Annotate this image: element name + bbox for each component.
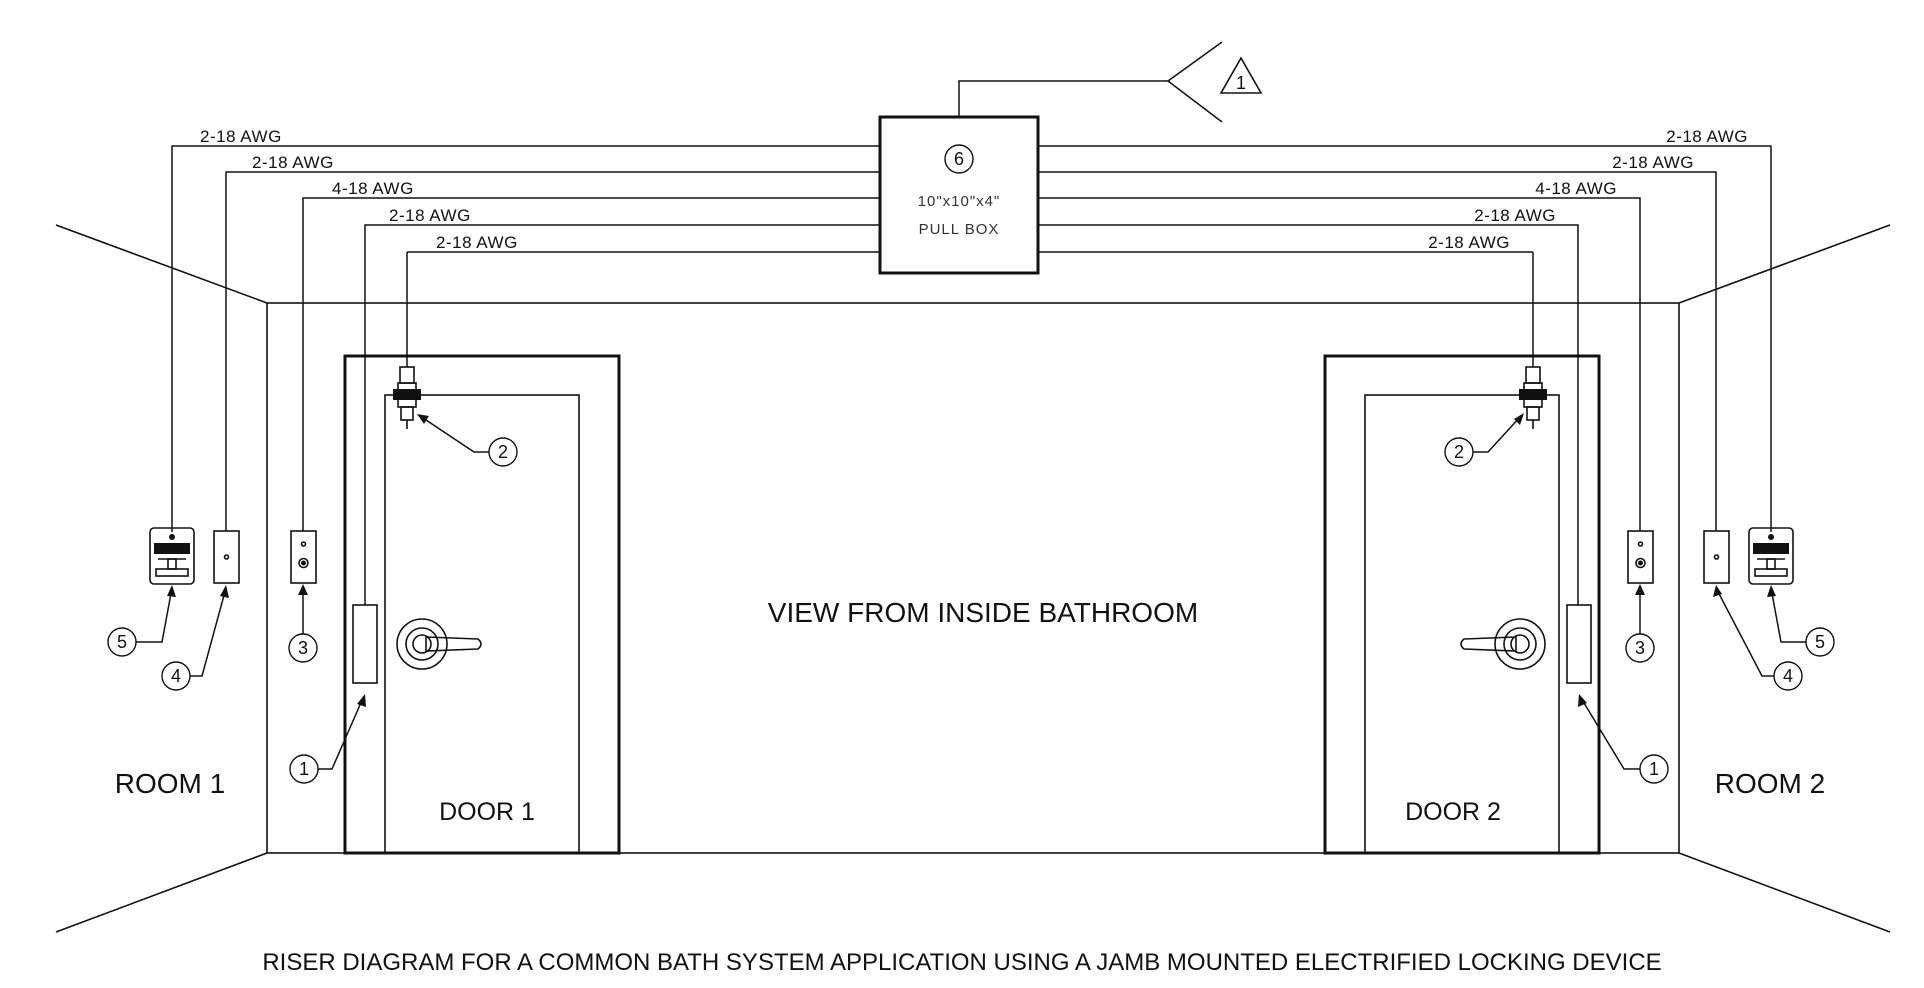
room-2-label: ROOM 2 bbox=[1715, 768, 1825, 799]
door-2-lever-icon bbox=[1460, 618, 1546, 670]
door-2-sensor-2 bbox=[1519, 252, 1547, 429]
wire-label-left-3: 4-18 AWG bbox=[332, 179, 414, 198]
right-callouts: 5 4 3 2 1 bbox=[1444, 413, 1835, 784]
callout-left-1: 1 bbox=[299, 759, 309, 779]
door-1 bbox=[343, 252, 621, 855]
door-1-strike-1 bbox=[352, 604, 378, 684]
callout-right-5: 5 bbox=[1815, 632, 1825, 652]
door-1-sensor-2 bbox=[393, 252, 421, 429]
wire-label-right-4: 2-18 AWG bbox=[1474, 206, 1556, 225]
callout-right-1: 1 bbox=[1649, 759, 1659, 779]
left-wires: 2-18 AWG 2-18 AWG 4-18 AWG 2-18 AWG 2-18… bbox=[171, 127, 880, 605]
wire-label-right-1: 2-18 AWG bbox=[1666, 127, 1748, 146]
note-triangle-number: 1 bbox=[1236, 73, 1246, 93]
room-outline bbox=[55, 224, 1891, 933]
wire-label-right-2: 2-18 AWG bbox=[1612, 153, 1694, 172]
right-wires: 2-18 AWG 2-18 AWG 4-18 AWG 2-18 AWG 2-18… bbox=[1038, 127, 1772, 605]
wire-label-right-3: 4-18 AWG bbox=[1535, 179, 1617, 198]
wire-label-left-4: 2-18 AWG bbox=[389, 206, 471, 225]
callout-left-3: 3 bbox=[298, 638, 308, 658]
callout-left-5: 5 bbox=[117, 632, 127, 652]
door-2-strike-1 bbox=[1566, 604, 1592, 684]
door-2-label: DOOR 2 bbox=[1405, 798, 1501, 826]
callout-right-3: 3 bbox=[1635, 638, 1645, 658]
diagram-caption: RISER DIAGRAM FOR A COMMON BATH SYSTEM A… bbox=[262, 949, 1661, 976]
door-1-label: DOOR 1 bbox=[439, 798, 535, 826]
wire-label-right-5: 2-18 AWG bbox=[1428, 233, 1510, 252]
door-1-lever-icon bbox=[396, 618, 482, 670]
power-feed: 1 bbox=[958, 41, 1263, 123]
door-2 bbox=[1323, 252, 1601, 855]
wire-label-left-5: 2-18 AWG bbox=[436, 233, 518, 252]
wire-label-left-2: 2-18 AWG bbox=[252, 153, 334, 172]
left-callouts: 5 4 3 2 1 bbox=[107, 414, 518, 784]
callout-right-2: 2 bbox=[1454, 442, 1464, 462]
view-label: VIEW FROM INSIDE BATHROOM bbox=[768, 597, 1198, 628]
pull-box-size: 10"x10"x4" bbox=[918, 193, 1001, 210]
right-device-4 bbox=[1703, 530, 1730, 584]
right-device-5 bbox=[1748, 527, 1794, 585]
callout-left-4: 4 bbox=[171, 666, 181, 686]
right-device-3 bbox=[1627, 530, 1654, 584]
left-device-4 bbox=[213, 530, 240, 584]
left-device-3 bbox=[290, 530, 317, 584]
pull-box-number: 6 bbox=[954, 149, 964, 169]
wire-label-left-1: 2-18 AWG bbox=[200, 127, 282, 146]
callout-right-4: 4 bbox=[1783, 666, 1793, 686]
pull-box: 6 10"x10"x4" PULL BOX bbox=[878, 115, 1040, 275]
callout-left-2: 2 bbox=[498, 442, 508, 462]
pull-box-label: PULL BOX bbox=[919, 221, 1000, 238]
left-device-5 bbox=[149, 527, 195, 585]
room-1-label: ROOM 1 bbox=[115, 768, 225, 799]
